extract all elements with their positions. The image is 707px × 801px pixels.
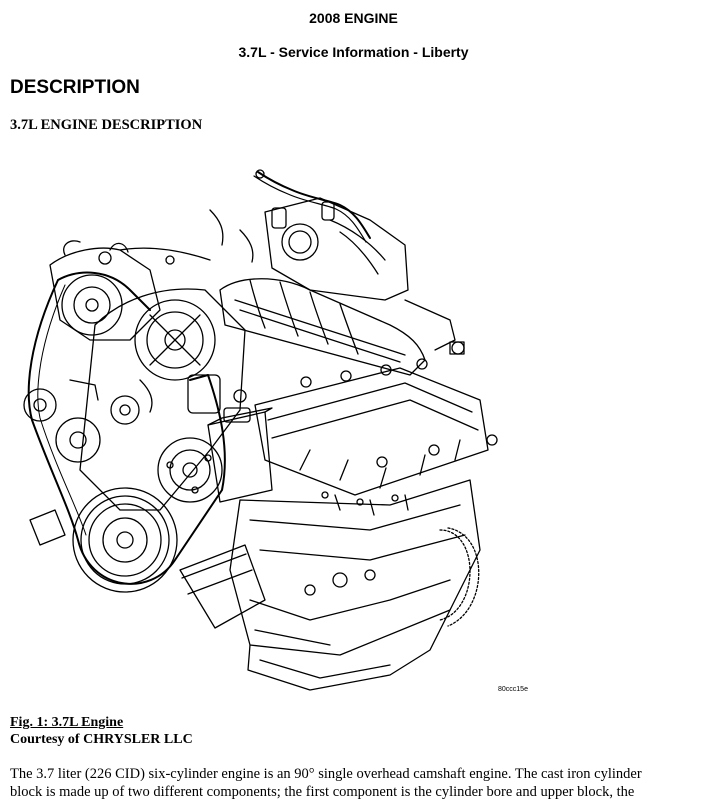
page-header-subtitle: 3.7L - Service Information - Liberty xyxy=(238,44,469,60)
figure-caption-title: Fig. 1: 3.7L Engine xyxy=(10,715,124,730)
figure-courtesy: Courtesy of CHRYSLER LLC xyxy=(10,732,193,747)
body-line: block is made up of two different compon… xyxy=(10,784,635,800)
subsection-title: 3.7L ENGINE DESCRIPTION xyxy=(10,117,203,133)
engine-illustration xyxy=(23,169,498,691)
figure-code: 80ccc15e xyxy=(498,686,528,693)
section-title: DESCRIPTION xyxy=(10,77,140,98)
body-line: The 3.7 liter (226 CID) six-cylinder eng… xyxy=(10,766,642,782)
body-paragraph: The 3.7 liter (226 CID) six-cylinder eng… xyxy=(10,765,700,801)
page-header-title: 2008 ENGINE xyxy=(309,10,398,26)
figure-caption: Fig. 1: 3.7L Engine Courtesy of CHRYSLER… xyxy=(10,714,193,748)
